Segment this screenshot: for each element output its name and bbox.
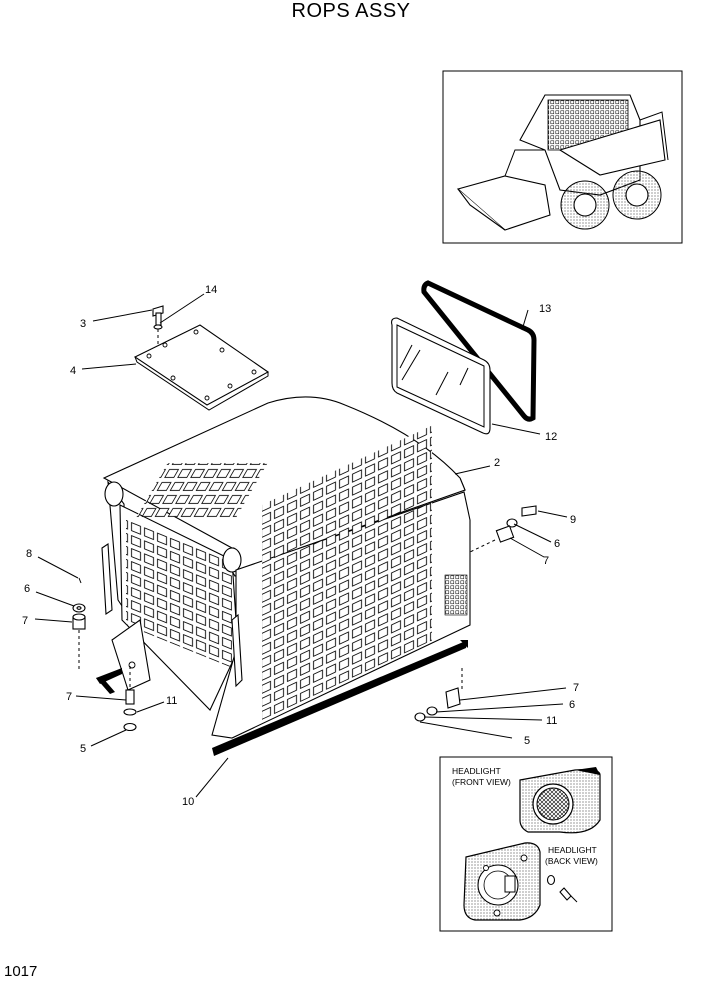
headlight-front-label: (FRONT VIEW)	[452, 777, 511, 787]
loader-overview-inset	[442, 70, 683, 244]
callout-7: 7	[543, 555, 549, 567]
callout-8: 8	[26, 548, 32, 560]
callout-6: 6	[24, 583, 30, 595]
callout-14: 14	[205, 284, 217, 296]
callout-5: 5	[524, 735, 530, 747]
page-number: 1017	[4, 963, 38, 980]
floor-seal	[96, 640, 468, 756]
headlight-back-label: HEADLIGHT	[548, 845, 597, 855]
rops-cab	[101, 396, 471, 739]
bolt	[152, 305, 164, 330]
window-glass	[391, 317, 491, 435]
callout-13: 13	[539, 303, 551, 315]
callout-5: 5	[80, 743, 86, 755]
callout-7: 7	[573, 682, 579, 694]
window-seal	[421, 280, 537, 422]
callout-4: 4	[70, 365, 76, 377]
callout-9: 9	[570, 514, 576, 526]
callouts: 2 3 4 5 5 6 6 6 7 7 7 7 8 9 10 11 11 12 …	[22, 284, 579, 808]
headlight-back-label: (BACK VIEW)	[545, 856, 598, 866]
callout-10: 10	[182, 796, 194, 808]
left-mount-hardware	[72, 577, 137, 732]
right-mount-hardware	[414, 505, 537, 722]
callout-3: 3	[80, 318, 86, 330]
headlight-front-label: HEADLIGHT	[452, 766, 501, 776]
callout-7: 7	[22, 615, 28, 627]
callout-6: 6	[569, 699, 575, 711]
roof-plate	[133, 324, 270, 411]
callout-11: 11	[166, 695, 177, 707]
callout-12: 12	[545, 431, 557, 443]
leader-lines	[34, 293, 568, 798]
headlight-inset: HEADLIGHT (FRONT VIEW) HEADLIGHT (BACK V…	[439, 756, 613, 932]
callout-7: 7	[66, 691, 72, 703]
callout-2: 2	[494, 457, 500, 469]
callout-11: 11	[546, 715, 557, 727]
page-title: ROPS ASSY	[291, 0, 411, 22]
callout-6: 6	[554, 538, 560, 550]
